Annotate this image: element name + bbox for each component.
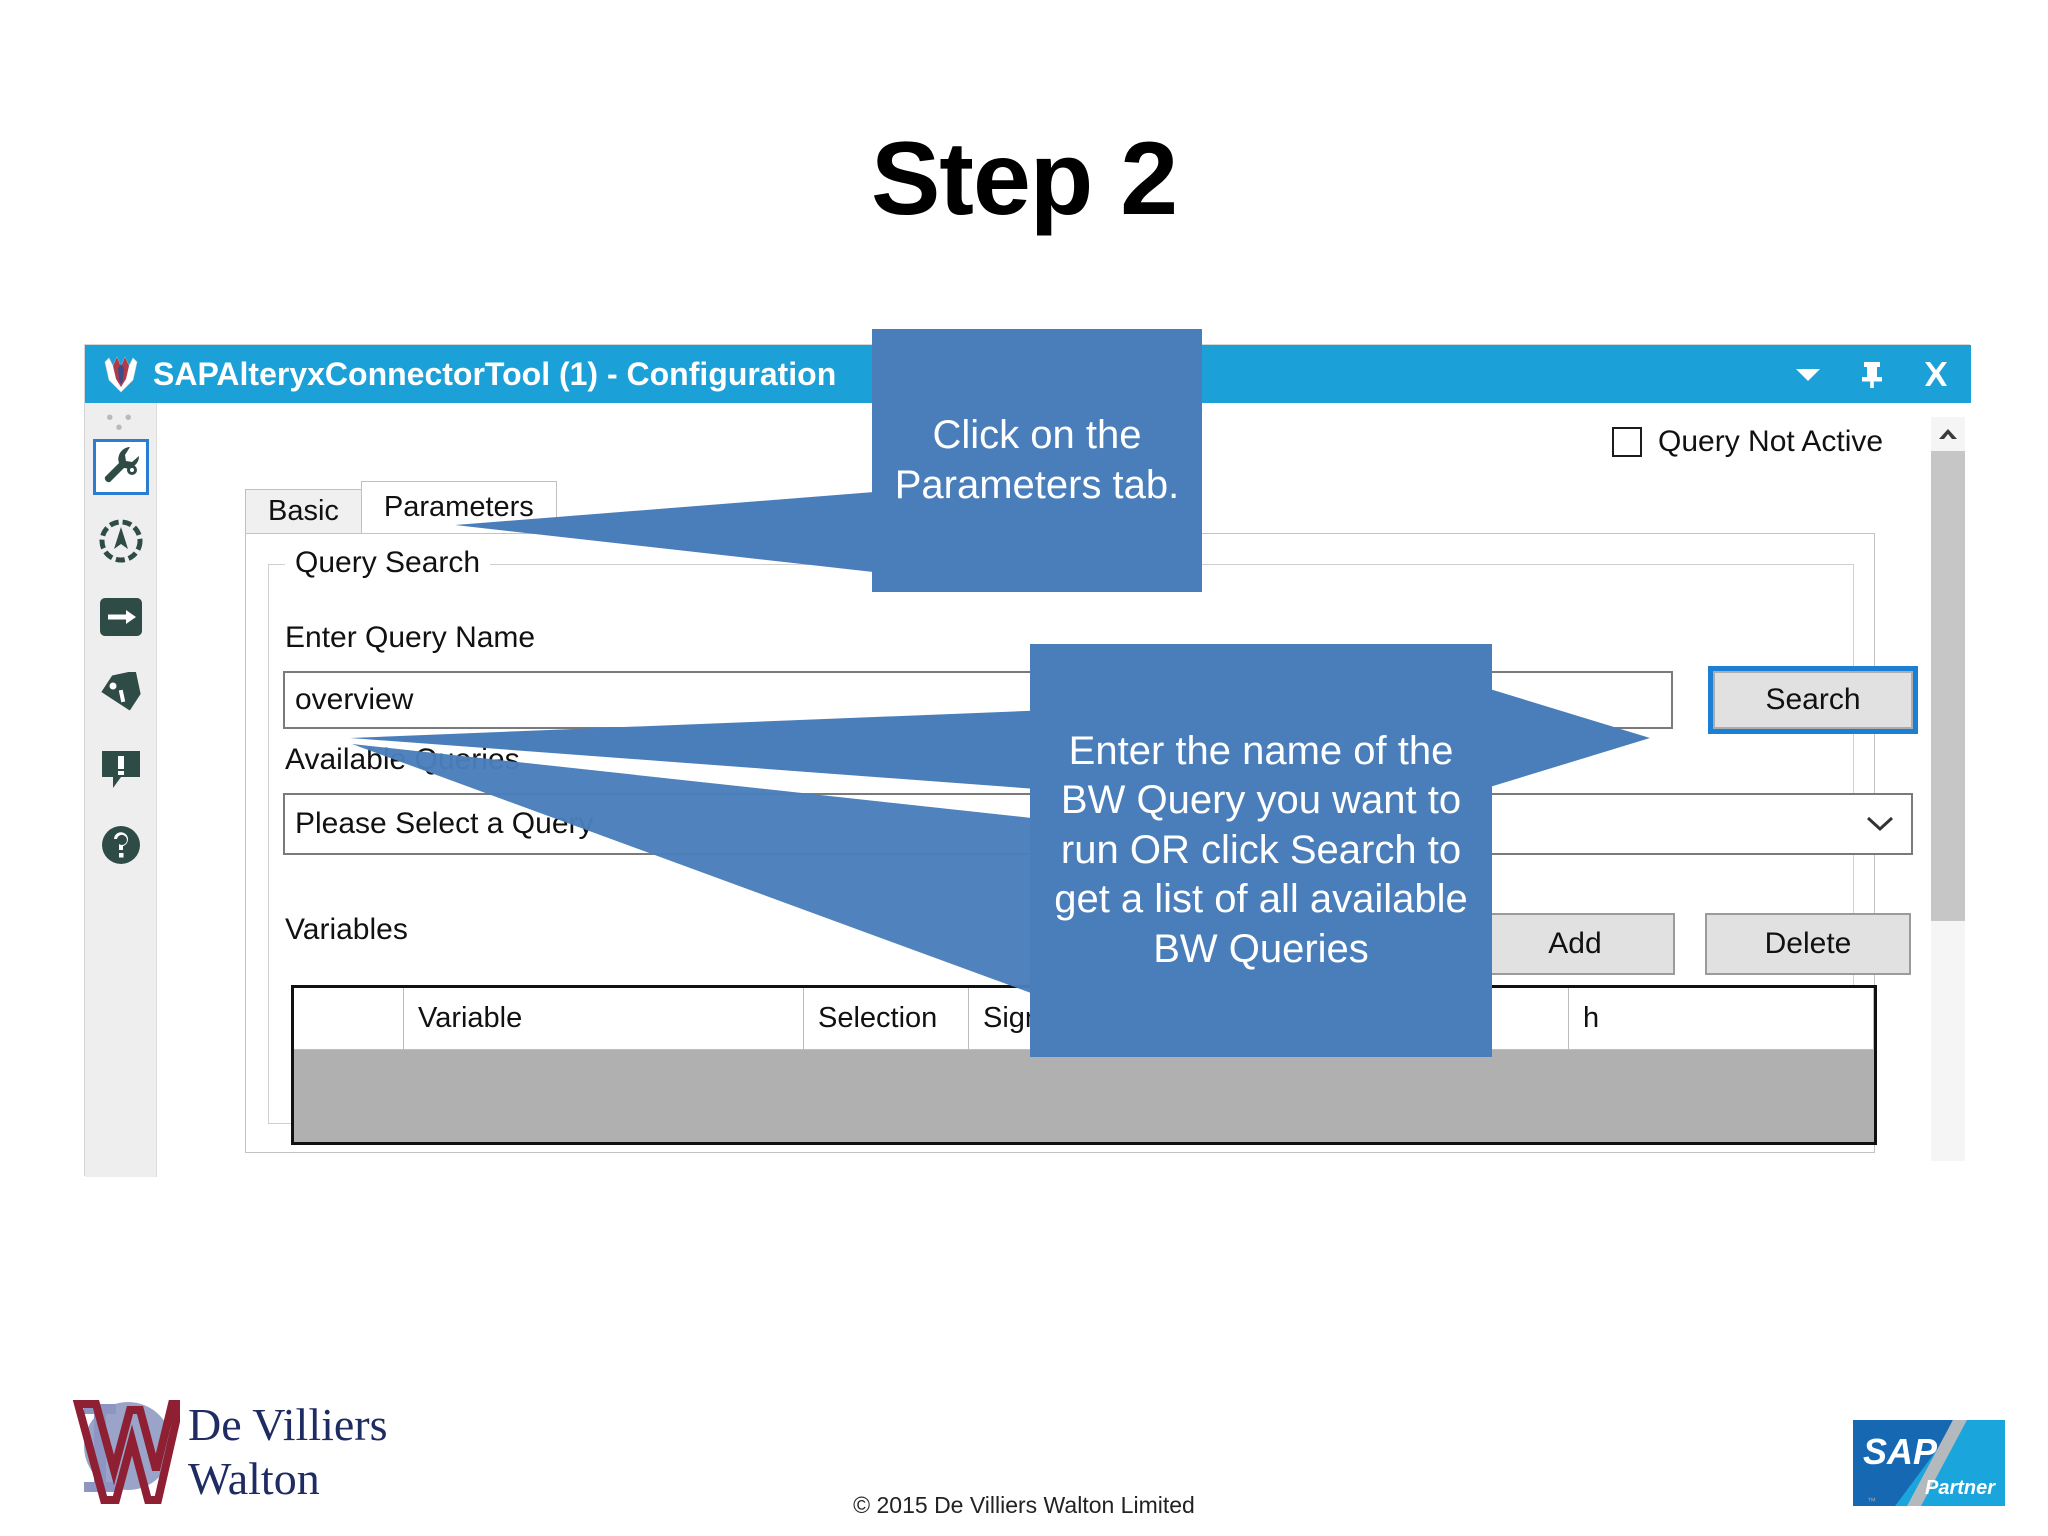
alteryx-tool-icon [99, 354, 143, 394]
dvw-line-2: Walton [188, 1453, 320, 1504]
rail-item-navigation[interactable] [93, 515, 149, 571]
rail-item-messages[interactable] [93, 743, 149, 799]
tag-icon [98, 669, 144, 719]
grid-col-variable[interactable]: Variable [404, 988, 804, 1049]
de-villiers-walton-logo: De Villiers Walton [70, 1396, 410, 1516]
svg-text:Partner: Partner [1925, 1477, 1996, 1499]
dvw-monogram-icon [72, 1400, 186, 1504]
add-button[interactable]: Add [1475, 913, 1675, 975]
query-not-active-label: Query Not Active [1658, 425, 1884, 458]
scrollbar-thumb[interactable] [1931, 451, 1965, 921]
copyright-text: © 2015 De Villiers Walton Limited [853, 1492, 1195, 1518]
delete-button[interactable]: Delete [1705, 913, 1911, 975]
query-not-active-checkbox[interactable] [1612, 427, 1642, 457]
tool-icon-rail: • • • [85, 403, 157, 1177]
close-icon[interactable] [1919, 357, 1953, 391]
grid-col-selection[interactable]: Selection [804, 988, 969, 1049]
chevron-down-icon[interactable] [1849, 795, 1911, 853]
svg-text:™: ™ [1867, 1496, 1876, 1506]
variables-grid-body[interactable] [294, 1050, 1874, 1142]
window-controls [1791, 345, 1953, 403]
query-search-legend: Query Search [285, 546, 491, 580]
callout-2-right-pointer [1480, 686, 1650, 790]
callout-2-pointer [350, 710, 1050, 1000]
rail-item-output[interactable] [93, 591, 149, 647]
dvw-line-1: De Villiers [188, 1399, 388, 1450]
variables-label: Variables [285, 913, 408, 946]
dvw-wordmark: De Villiers Walton [188, 1398, 388, 1506]
compass-icon [98, 518, 144, 569]
search-button[interactable]: Search [1708, 666, 1918, 734]
callout-parameters-tab: Click on the Parameters tab. [872, 329, 1202, 592]
rail-item-configuration[interactable] [92, 439, 149, 495]
page-title: Step 2 [870, 121, 1178, 237]
grid-col-option[interactable] [1119, 988, 1569, 1049]
svg-text:SAP: SAP [1863, 1431, 1938, 1472]
arrow-right-icon [98, 596, 144, 643]
query-not-active-row[interactable]: Query Not Active [1612, 425, 1883, 459]
tab-basic[interactable]: Basic [245, 489, 362, 533]
question-mark-icon [99, 823, 143, 872]
grid-col-select[interactable] [294, 988, 404, 1049]
exclamation-comment-icon [99, 747, 143, 796]
pin-icon[interactable] [1855, 357, 1889, 391]
chevron-down-icon[interactable] [1791, 357, 1825, 391]
rail-drag-dots: • • • [106, 407, 135, 439]
panel-scrollbar[interactable] [1931, 417, 1965, 1161]
callout-1-pointer [455, 490, 900, 575]
enter-query-name-label: Enter Query Name [285, 621, 536, 654]
rail-item-annotation[interactable] [93, 667, 149, 723]
sap-partner-logo: SAP Partner ™ [1849, 1416, 2009, 1510]
grid-col-high[interactable]: h [1569, 988, 1874, 1049]
callout-query-name: Enter the name of the BW Query you want … [1030, 644, 1492, 1057]
wrench-icon [99, 443, 143, 492]
rail-item-help[interactable] [93, 819, 149, 875]
scroll-up-arrow-icon[interactable] [1931, 417, 1965, 451]
window-title: SAPAlteryxConnectorTool (1) - Configurat… [153, 355, 837, 392]
